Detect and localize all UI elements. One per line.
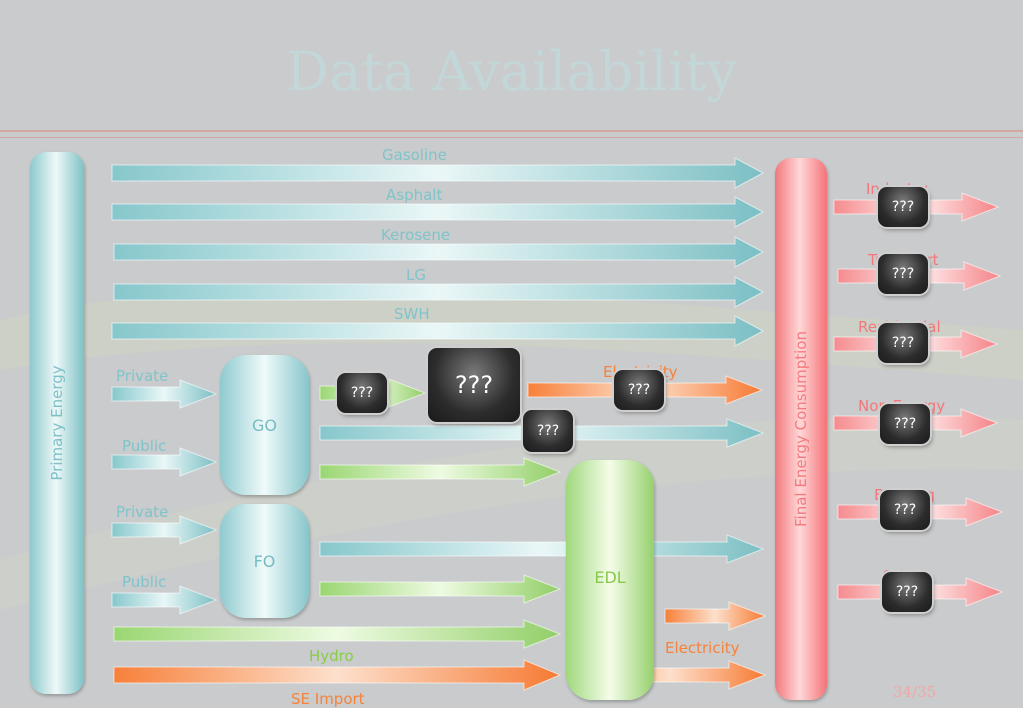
slide-title: Data Availability [285,40,738,103]
page-number: 34/35 [893,683,937,701]
kerosene-arrow [113,236,765,268]
fo-teal-arrow [319,534,765,564]
asphalt-label: Asphalt [386,186,443,204]
go-node: GO [220,355,309,495]
fo-node: FO [220,504,309,618]
se-import-arrow [113,659,562,691]
unknown-non-energy-box: ??? [880,404,930,444]
final-energy-consumption-bar: Final Energy Consumption [775,158,827,700]
go-public-arrow [111,447,218,477]
unknown-other-box: ??? [882,572,932,612]
go-public-label: Public [122,437,167,455]
kerosene-label: Kerosene [381,226,451,244]
fo-green-edl-arrow [319,574,562,604]
swh-arrow [111,315,765,347]
electricity-edl-label: Electricity [665,639,740,657]
lg-arrow [113,276,765,308]
hydro-label: Hydro [309,647,354,665]
unknown-go-output-box: ??? [337,373,387,413]
title-divider-thin [0,137,1023,138]
fo-private-label: Private [116,503,169,521]
unknown-residential-box: ??? [878,323,928,363]
hydro-arrow [113,619,562,649]
unknown-main-box: ??? [428,348,520,422]
go-private-label: Private [116,367,169,385]
edl-node: EDL [566,460,654,700]
unknown-electricity-box: ??? [614,370,664,410]
title-divider [0,130,1023,132]
fo-private-arrow [111,515,218,545]
unknown-transport-box: ??? [878,254,928,294]
unknown-go-teal-box: ??? [523,410,573,452]
se-import-label: SE Import [291,690,365,708]
asphalt-arrow [111,196,765,228]
primary-energy-bar: Primary Energy [30,152,84,694]
unknown-industry-box: ??? [878,187,928,227]
fo-public-arrow [111,585,218,615]
swh-label: SWH [394,305,430,323]
edl-label: EDL [594,568,626,587]
gasoline-label: Gasoline [382,146,447,164]
electricity-edl-upper-arrow [664,601,767,631]
go-green-edl-arrow [319,457,562,487]
lg-label: LG [406,266,426,284]
gasoline-arrow [111,157,765,189]
go-private-arrow [111,379,218,409]
fo-public-label: Public [122,573,167,591]
unknown-building-box: ??? [880,490,930,530]
